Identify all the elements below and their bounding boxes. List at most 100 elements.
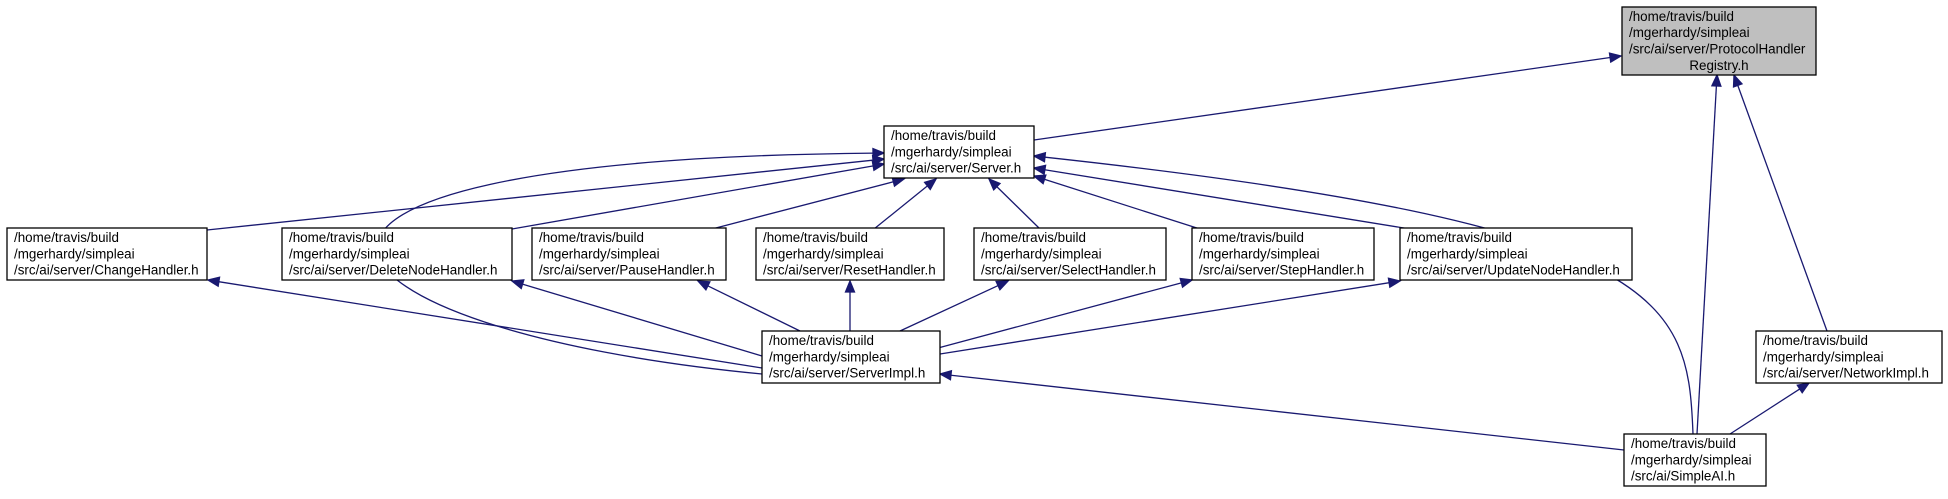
node-label-line: /src/ai/server/ChangeHandler.h (14, 263, 199, 278)
edge-pause-to-server (711, 180, 895, 230)
node-label-line: /mgerhardy/simpleai (1199, 246, 1320, 261)
edge-simpleai-to-registry (1696, 84, 1718, 435)
node-label-line: /mgerhardy/simpleai (1631, 452, 1752, 467)
node-simpleai[interactable]: /home/travis/build/mgerhardy/simpleai/sr… (1623, 433, 1767, 487)
edge-simpleai-to-serverimpl (949, 374, 1625, 451)
arrowhead-pause-to-serverimpl (696, 280, 711, 292)
arrowhead-select-to-server (987, 177, 1002, 192)
edge-updatenode-to-serverimpl (939, 281, 1391, 355)
arrowhead-deletenode-to-serverimpl (510, 279, 525, 290)
node-box-reset[interactable] (755, 227, 945, 281)
node-label-line: /home/travis/build (539, 230, 644, 245)
node-label-line: /src/ai/server/StepHandler.h (1199, 263, 1364, 278)
edge-step-to-server (1043, 178, 1201, 230)
node-box-select[interactable] (973, 227, 1167, 281)
arrowhead-reset-to-serverimpl (844, 279, 856, 293)
node-box-simpleai[interactable] (1623, 433, 1767, 487)
edge-deletenode-to-serverimpl (521, 283, 763, 357)
node-updatenode[interactable]: /home/travis/build/mgerhardy/simpleai/sr… (1399, 227, 1633, 281)
arrowhead-step-to-serverimpl (1179, 277, 1194, 289)
arrowhead-pause-to-server (891, 176, 906, 188)
edges-layer (206, 52, 1828, 451)
node-step[interactable]: /home/travis/build/mgerhardy/simpleai/sr… (1191, 227, 1375, 281)
node-label-line: Registry.h (1689, 58, 1748, 73)
node-label-line: /src/ai/server/SelectHandler.h (981, 263, 1156, 278)
arrowhead-simpleai-to-server (1032, 151, 1047, 163)
edge-select-to-server (995, 185, 1041, 230)
edge-pause-to-serverimpl (706, 284, 801, 332)
edge-server-to-registry (1033, 56, 1612, 141)
node-label-line: /home/travis/build (1629, 9, 1734, 24)
node-label-line: /src/ai/server/DeleteNodeHandler.h (289, 263, 497, 278)
node-serverimpl[interactable]: /home/travis/build/mgerhardy/simpleai/sr… (761, 330, 941, 384)
node-box-updatenode[interactable] (1399, 227, 1633, 281)
node-label-line: /home/travis/build (1407, 230, 1512, 245)
edge-select-to-serverimpl (899, 284, 1000, 332)
node-label-line: /mgerhardy/simpleai (1763, 349, 1884, 364)
node-label-line: /mgerhardy/simpleai (1407, 246, 1528, 261)
node-label-line: /home/travis/build (289, 230, 394, 245)
node-label-line: /home/travis/build (1763, 333, 1868, 348)
edge-simpleai-to-networkimpl (1729, 387, 1801, 435)
edge-simpleai-to-server (1043, 156, 1694, 435)
node-label-line: /home/travis/build (1199, 230, 1304, 245)
node-box-change[interactable] (6, 227, 208, 281)
node-server[interactable]: /home/travis/build/mgerhardy/simpleai/sr… (883, 125, 1035, 179)
node-label-line: /home/travis/build (763, 230, 868, 245)
node-label-line: /mgerhardy/simpleai (289, 246, 410, 261)
edge-networkimpl-to-registry (1736, 84, 1828, 332)
node-label-line: /mgerhardy/simpleai (891, 144, 1012, 159)
arrowhead-updatenode-to-server (1032, 164, 1047, 176)
node-reset[interactable]: /home/travis/build/mgerhardy/simpleai/sr… (755, 227, 945, 281)
node-deletenode[interactable]: /home/travis/build/mgerhardy/simpleai/sr… (281, 227, 513, 281)
node-label-line: /src/ai/server/PauseHandler.h (539, 263, 715, 278)
node-box-server[interactable] (883, 125, 1035, 179)
arrowhead-serverimpl-to-server (872, 147, 886, 159)
edge-updatenode-to-server (1043, 168, 1411, 230)
node-label-line: /mgerhardy/simpleai (981, 246, 1102, 261)
node-box-step[interactable] (1191, 227, 1375, 281)
arrowhead-select-to-serverimpl (995, 280, 1010, 291)
node-pause[interactable]: /home/travis/build/mgerhardy/simpleai/sr… (531, 227, 727, 281)
arrowhead-simpleai-to-registry (1710, 73, 1722, 87)
node-box-pause[interactable] (531, 227, 727, 281)
node-box-networkimpl[interactable] (1755, 330, 1943, 384)
node-label-line: /mgerhardy/simpleai (539, 246, 660, 261)
node-label-line: /src/ai/SimpleAI.h (1631, 469, 1735, 484)
node-label-line: /src/ai/server/ProtocolHandler (1629, 42, 1806, 57)
node-label-line: /home/travis/build (1631, 436, 1736, 451)
node-label-line: /src/ai/server/ResetHandler.h (763, 263, 936, 278)
arrowhead-change-to-serverimpl (206, 276, 221, 288)
arrowhead-deletenode-to-server (871, 160, 886, 172)
arrowhead-updatenode-to-serverimpl (1387, 277, 1402, 289)
node-label-line: /home/travis/build (769, 333, 874, 348)
arrowhead-reset-to-server (923, 177, 938, 191)
node-change[interactable]: /home/travis/build/mgerhardy/simpleai/sr… (6, 227, 208, 281)
node-label-line: /home/travis/build (981, 230, 1086, 245)
arrowhead-step-to-server (1032, 174, 1047, 185)
node-registry[interactable]: /home/travis/build/mgerhardy/simpleai/sr… (1621, 6, 1817, 76)
edge-deletenode-to-server (511, 165, 875, 230)
node-label-line: /mgerhardy/simpleai (763, 246, 884, 261)
edge-step-to-serverimpl (937, 281, 1183, 349)
node-box-serverimpl[interactable] (761, 330, 941, 384)
arrowhead-networkimpl-to-registry (1732, 73, 1744, 88)
node-label-line: /mgerhardy/simpleai (14, 246, 135, 261)
node-box-registry[interactable] (1621, 6, 1817, 76)
node-label-line: /src/ai/server/Server.h (891, 161, 1021, 176)
edge-reset-to-server (873, 184, 929, 230)
node-label-line: /mgerhardy/simpleai (1629, 25, 1750, 40)
edge-change-to-serverimpl (217, 280, 763, 369)
node-networkimpl[interactable]: /home/travis/build/mgerhardy/simpleai/sr… (1755, 330, 1943, 384)
node-box-deletenode[interactable] (281, 227, 513, 281)
node-label-line: /src/ai/server/ServerImpl.h (769, 366, 925, 381)
node-label-line: /src/ai/server/UpdateNodeHandler.h (1407, 263, 1620, 278)
nodes-layer: /home/travis/build/mgerhardy/simpleai/sr… (6, 6, 1943, 487)
node-label-line: /home/travis/build (14, 230, 119, 245)
node-select[interactable]: /home/travis/build/mgerhardy/simpleai/sr… (973, 227, 1167, 281)
arrowhead-server-to-registry (1608, 52, 1623, 64)
node-label-line: /mgerhardy/simpleai (769, 349, 890, 364)
arrowhead-simpleai-to-networkimpl (1796, 382, 1811, 394)
arrowhead-simpleai-to-serverimpl (938, 369, 953, 381)
